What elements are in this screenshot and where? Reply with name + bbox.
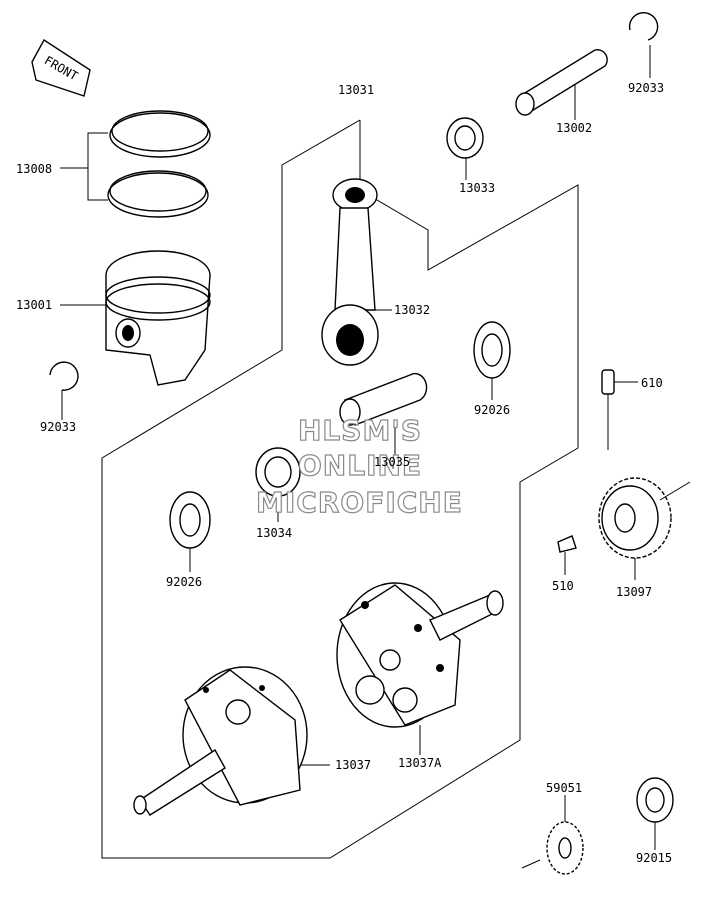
woodruff-key-icon — [557, 535, 577, 553]
label-13035[interactable]: 13035 — [374, 455, 410, 469]
crank-pin-icon — [339, 372, 428, 426]
label-13097[interactable]: 13097 — [616, 585, 652, 599]
label-92026-lower[interactable]: 92026 — [166, 575, 202, 589]
piston-icon — [105, 250, 211, 386]
label-610[interactable]: 610 — [641, 376, 663, 390]
nut-icon — [636, 777, 674, 823]
label-13037A[interactable]: 13037A — [398, 756, 442, 770]
label-92026-upper[interactable]: 92026 — [474, 403, 510, 417]
label-13032[interactable]: 13032 — [394, 303, 430, 317]
watermark: HLSM'S ONLINE MICROFICHE — [255, 413, 463, 519]
part-labels: 13008 13001 92033 13031 13032 13033 1300… — [16, 81, 672, 865]
needle-bearing-small-icon — [446, 117, 484, 159]
label-13002[interactable]: 13002 — [556, 121, 592, 135]
label-13008[interactable]: 13008 — [16, 162, 52, 176]
crankshaft-right-icon — [336, 582, 504, 728]
pin-icon — [601, 369, 615, 395]
piston-rings-icon — [107, 110, 211, 218]
circlip-right-icon — [628, 12, 659, 41]
label-13001[interactable]: 13001 — [16, 298, 52, 312]
watermark-line-3: MICROFICHE — [256, 486, 463, 519]
label-92033-left[interactable]: 92033 — [40, 420, 76, 434]
label-59051[interactable]: 59051 — [546, 781, 582, 795]
label-13033[interactable]: 13033 — [459, 181, 495, 195]
gear-icon — [598, 477, 672, 559]
gear-small-icon — [546, 821, 584, 875]
front-arrow-icon: FRONT — [31, 39, 91, 97]
connecting-rod-icon — [321, 178, 379, 366]
crankshaft-left-icon — [133, 666, 308, 816]
label-510[interactable]: 510 — [552, 579, 574, 593]
assembly-frame — [101, 119, 579, 859]
washer-lower-icon — [169, 491, 211, 549]
circlip-left-icon — [49, 361, 79, 391]
piston-pin-icon — [515, 49, 608, 116]
label-92033-right[interactable]: 92033 — [628, 81, 664, 95]
watermark-line-1: HLSM'S — [298, 414, 422, 447]
label-92015[interactable]: 92015 — [636, 851, 672, 865]
watermark-line-2: ONLINE — [298, 449, 422, 482]
label-13034[interactable]: 13034 — [256, 526, 292, 540]
washer-upper-icon — [473, 321, 511, 379]
label-13037[interactable]: 13037 — [335, 758, 371, 772]
label-13031[interactable]: 13031 — [338, 83, 374, 97]
